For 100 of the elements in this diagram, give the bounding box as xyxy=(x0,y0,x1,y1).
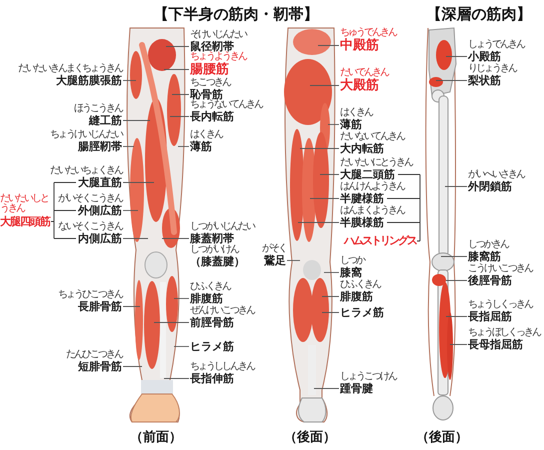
muscle-label: 長腓骨筋 xyxy=(78,300,122,313)
leader-line xyxy=(122,146,134,147)
muscle-label: 外側広筋 xyxy=(78,204,122,217)
furigana: ちょうないてんきん xyxy=(190,100,262,110)
furigana: ちゅうでんきん xyxy=(340,28,396,38)
muscle-label: ハムストリングス xyxy=(344,234,416,248)
muscle-label: 膝窩筋 xyxy=(468,250,501,263)
muscle-label: 鼠径靭帯 xyxy=(190,40,234,53)
section-title: 【深層の筋肉】 xyxy=(426,4,532,25)
leader-line xyxy=(122,366,142,367)
muscle-label: 梨状筋 xyxy=(468,74,501,87)
furigana: がそく xyxy=(262,244,286,254)
leader-line xyxy=(436,80,468,81)
leader-line xyxy=(298,222,340,223)
leader-line xyxy=(166,46,190,47)
muscle-label: 大腿筋膜張筋 xyxy=(56,74,122,87)
leader-line xyxy=(122,182,154,183)
leader-line xyxy=(154,322,190,323)
muscle-label: 大腿直筋 xyxy=(78,176,122,189)
leader-line xyxy=(286,260,300,261)
leader-line xyxy=(450,344,468,345)
muscle-label: 半膜様筋 xyxy=(340,216,384,229)
leader-line xyxy=(170,116,190,117)
furigana: ちょうしくっきん xyxy=(468,300,532,310)
furigana: しつか xyxy=(340,256,364,266)
muscle-label: 大腿四頭筋 xyxy=(0,214,50,229)
leader-line xyxy=(172,94,190,95)
muscle-label: 後脛骨筋 xyxy=(468,274,512,287)
muscle-label: 大殿筋 xyxy=(340,78,379,93)
leader-line xyxy=(178,146,190,147)
section-title: 【下半身の筋肉・靭帯】 xyxy=(152,4,320,25)
furigana: しつかきん xyxy=(468,240,508,250)
furigana: ぜんけいこつきん xyxy=(190,306,254,316)
muscle-label: 長内転筋 xyxy=(190,110,234,123)
leader-line xyxy=(162,238,190,239)
furigana: ないそくこうきん xyxy=(58,222,122,232)
furigana: だいたいしとうきん xyxy=(0,194,49,214)
furigana: ほうこうきん xyxy=(74,104,122,114)
furigana: ちょうけいじんたい xyxy=(50,130,122,140)
furigana: はんけんようきん xyxy=(340,182,404,192)
furigana: だいたいちょくきん xyxy=(50,166,122,176)
furigana: りじょうきん xyxy=(468,64,516,74)
muscle-label: 長母指屈筋 xyxy=(468,338,523,351)
leader-line xyxy=(164,378,190,379)
view-label: （後面） xyxy=(415,429,469,447)
furigana: ちょうひこつきん xyxy=(58,290,122,300)
muscle-label: 腓腹筋 xyxy=(190,292,223,305)
furigana: だいたいきんまくちょうきん xyxy=(18,64,122,74)
muscle-label: 膝蓋靭帯 xyxy=(190,232,234,245)
furigana: そけいじんたい xyxy=(190,30,246,40)
furigana: はくきん xyxy=(340,108,372,118)
muscle-label: 縫工筋 xyxy=(89,114,122,127)
muscle-label: 長指屈筋 xyxy=(468,310,512,323)
muscle-label: 大腿二頭筋 xyxy=(340,168,395,181)
leader-line xyxy=(300,148,340,149)
muscle-label: 薄筋 xyxy=(340,118,362,131)
leader-line xyxy=(318,45,340,46)
muscle-label: 腸腰筋 xyxy=(190,62,229,77)
furigana: がいへいさきん xyxy=(468,170,524,180)
muscle-label: 大内転筋 xyxy=(340,142,384,155)
leader-line xyxy=(122,238,148,239)
view-label: （後面） xyxy=(283,429,337,447)
muscle-label: ヒラメ筋 xyxy=(190,340,234,353)
leader-line xyxy=(322,312,340,313)
furigana: ひふくきん xyxy=(190,282,230,292)
leader-line xyxy=(328,124,340,125)
muscle-label: 外閉鎖筋 xyxy=(468,180,512,193)
muscle-label: 踵骨腱 xyxy=(340,382,373,395)
leader-line xyxy=(324,272,340,273)
furigana: がいそくこうきん xyxy=(58,194,122,204)
leader-line xyxy=(174,298,190,299)
furigana: ちこつきん xyxy=(190,78,230,88)
muscle-label: 中殿筋 xyxy=(340,38,379,53)
muscle-label: 小殿筋 xyxy=(468,50,501,63)
view-label: （前面） xyxy=(129,429,183,447)
leader-line xyxy=(122,306,140,307)
furigana: たんひこつきん xyxy=(66,350,122,360)
muscle-label: 膝窩 xyxy=(340,266,362,279)
furigana: しょうでんきん xyxy=(468,40,524,50)
muscle-label: 短腓骨筋 xyxy=(78,360,122,373)
leader-line xyxy=(122,120,150,121)
muscle-label: 薄筋 xyxy=(190,140,212,153)
furigana: はんまくようきん xyxy=(340,206,404,216)
furigana: しょうこつけん xyxy=(340,372,396,382)
muscle-label: 腸脛靭帯 xyxy=(78,140,122,153)
furigana: ちょうぼしくっきん xyxy=(468,328,540,338)
furigana: だいないてんきん xyxy=(340,132,404,142)
furigana: しつがいけん xyxy=(190,245,238,255)
leader-line xyxy=(444,186,468,187)
leader-line xyxy=(164,69,190,70)
leader-line xyxy=(314,388,340,389)
leader-line xyxy=(122,80,136,81)
muscle-label: 鵞足 xyxy=(264,254,286,267)
leader-line xyxy=(446,316,468,317)
leader-line xyxy=(320,174,340,175)
leader-line xyxy=(446,280,468,281)
muscle-label: （膝蓋腱） xyxy=(190,255,245,268)
leader-line xyxy=(446,56,468,57)
muscle-label: 内側広筋 xyxy=(78,232,122,245)
muscle-label: 長指伸筋 xyxy=(190,372,234,385)
